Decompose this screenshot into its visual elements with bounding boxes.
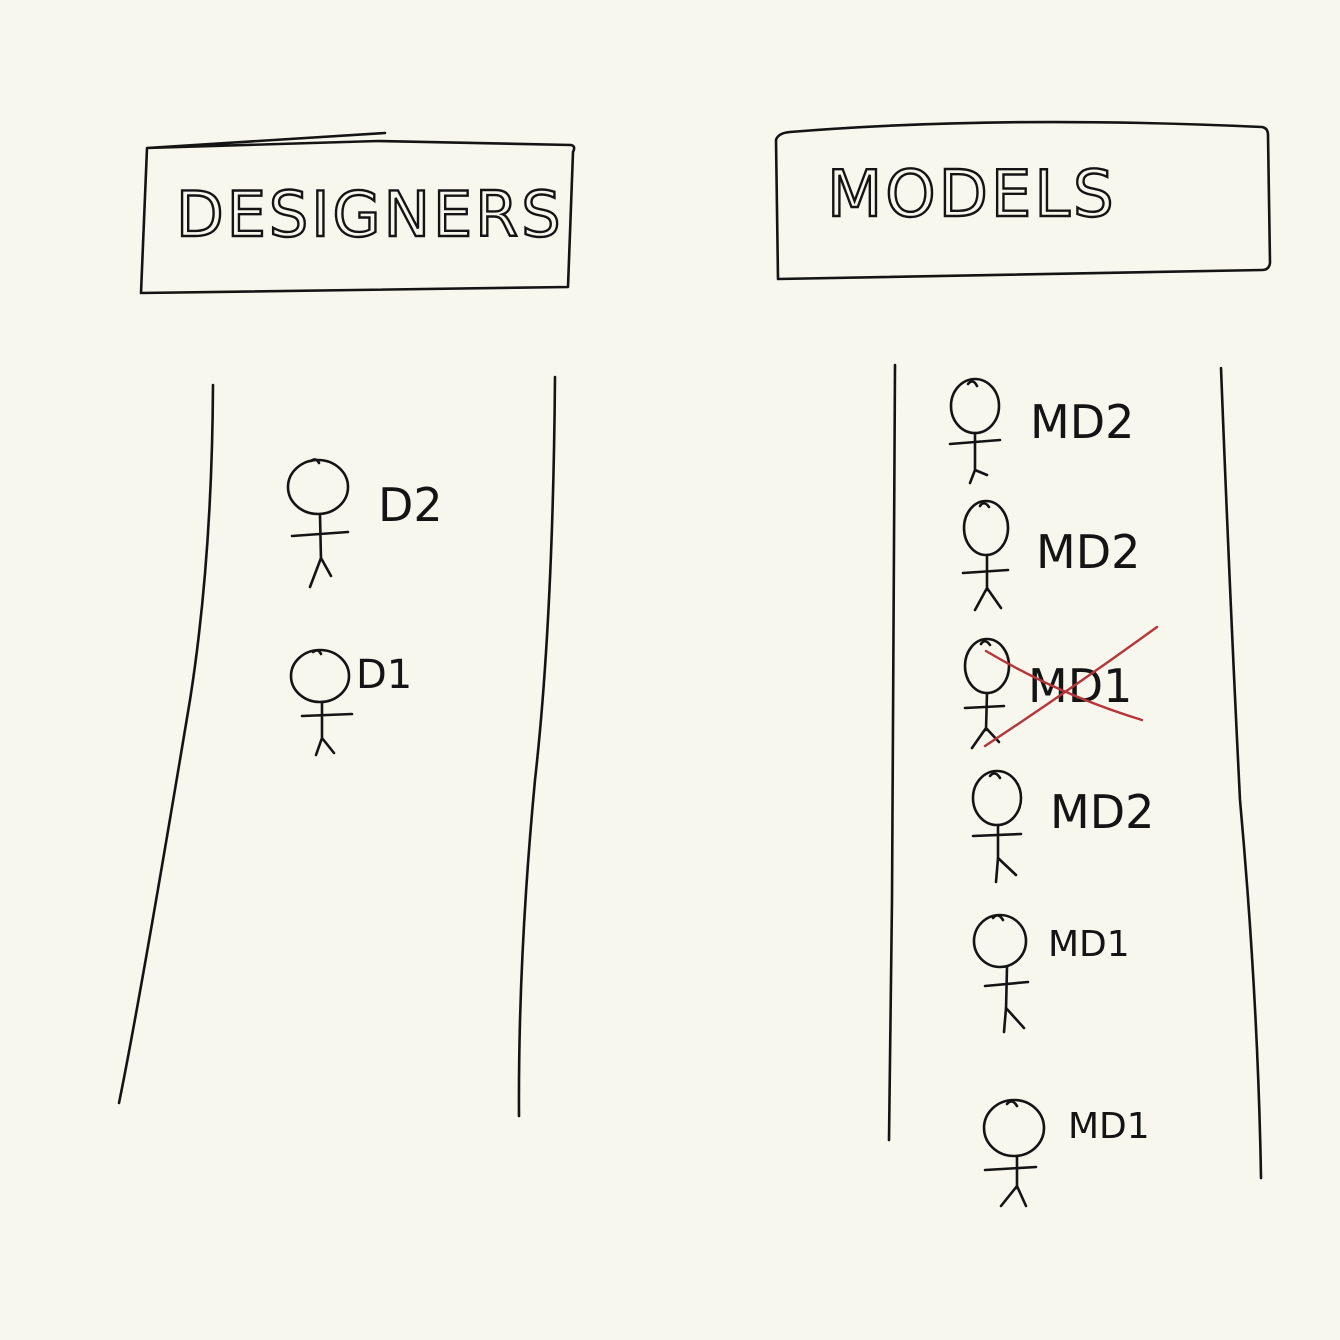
model-person-6: MD1 — [982, 1098, 1150, 1208]
stick-figure-icon — [286, 458, 350, 589]
designer-label: D1 — [356, 652, 412, 698]
model-label: MD2 — [1030, 395, 1134, 449]
stick-figure-icon — [948, 377, 1002, 485]
designers-column-left-line — [117, 383, 215, 1105]
models-column — [887, 363, 1263, 1180]
designer-label: D2 — [378, 478, 443, 532]
model-person-5: MD1 — [972, 913, 1130, 1034]
models-header: MODELS — [774, 120, 1272, 281]
models-header-box — [774, 120, 1272, 281]
model-label: MD1 — [1028, 659, 1132, 713]
model-person-4: MD2 — [971, 769, 1154, 884]
designer-person-d2: D2 — [286, 458, 443, 589]
stick-figure-icon — [289, 648, 354, 757]
designers-column-right-line — [517, 375, 557, 1118]
model-label: MD2 — [1050, 785, 1154, 839]
stick-figure-icon — [971, 769, 1023, 884]
strikethrough-cross-mark — [983, 625, 1159, 748]
model-label: MD1 — [1068, 1106, 1150, 1147]
models-header-label: MODELS — [827, 158, 1117, 232]
stick-figure-icon — [972, 913, 1030, 1034]
model-label: MD1 — [1048, 924, 1130, 965]
designers-column — [117, 375, 557, 1118]
designers-header-box — [139, 131, 576, 295]
model-person-3-crossed: MD1 — [963, 625, 1159, 750]
model-label: MD2 — [1036, 525, 1140, 579]
designers-header: DESIGNERS — [139, 131, 576, 295]
stick-figure-icon — [963, 637, 1011, 750]
stick-figure-icon — [982, 1098, 1046, 1208]
model-person-1: MD2 — [948, 377, 1134, 485]
models-column-right-line — [1219, 366, 1263, 1180]
designer-person-d1: D1 — [289, 648, 412, 757]
designers-header-label: DESIGNERS — [176, 178, 564, 251]
model-person-2: MD2 — [961, 499, 1140, 612]
stick-figure-icon — [961, 499, 1010, 612]
models-column-left-line — [887, 363, 897, 1142]
